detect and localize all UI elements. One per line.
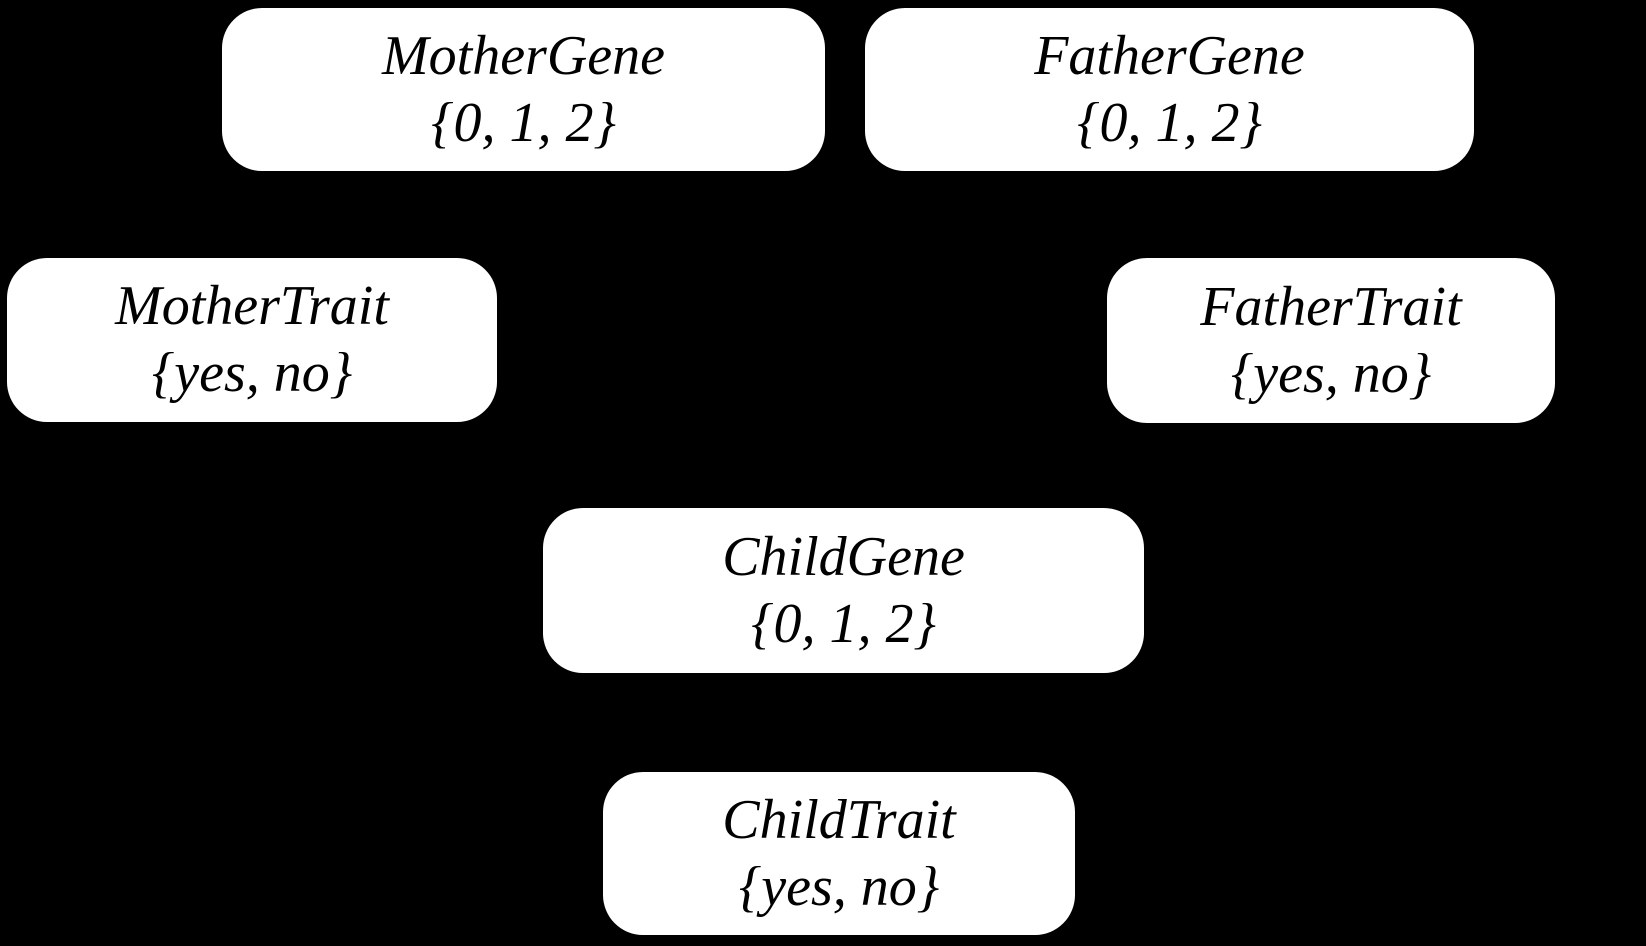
node-father-trait: FatherTrait {yes, no} — [1107, 258, 1555, 423]
node-mother-gene: MotherGene {0, 1, 2} — [222, 8, 825, 171]
node-mother-trait: MotherTrait {yes, no} — [7, 258, 497, 422]
node-child-trait-label: ChildTrait — [722, 788, 956, 851]
node-father-gene: FatherGene {0, 1, 2} — [865, 8, 1474, 171]
node-child-trait: ChildTrait {yes, no} — [603, 772, 1075, 935]
node-father-trait-label: FatherTrait — [1200, 275, 1462, 338]
node-father-gene-label: FatherGene — [1034, 24, 1305, 87]
node-mother-trait-values: {yes, no} — [151, 342, 353, 404]
node-child-gene-values: {0, 1, 2} — [751, 592, 936, 655]
node-mother-gene-values: {0, 1, 2} — [431, 91, 616, 154]
node-child-gene-label: ChildGene — [722, 525, 965, 588]
node-father-trait-values: {yes, no} — [1230, 342, 1432, 405]
node-mother-gene-label: MotherGene — [381, 24, 665, 87]
node-child-gene: ChildGene {0, 1, 2} — [543, 508, 1144, 673]
node-father-gene-values: {0, 1, 2} — [1077, 91, 1262, 154]
node-mother-trait-label: MotherTrait — [115, 275, 389, 337]
node-child-trait-values: {yes, no} — [738, 855, 940, 918]
